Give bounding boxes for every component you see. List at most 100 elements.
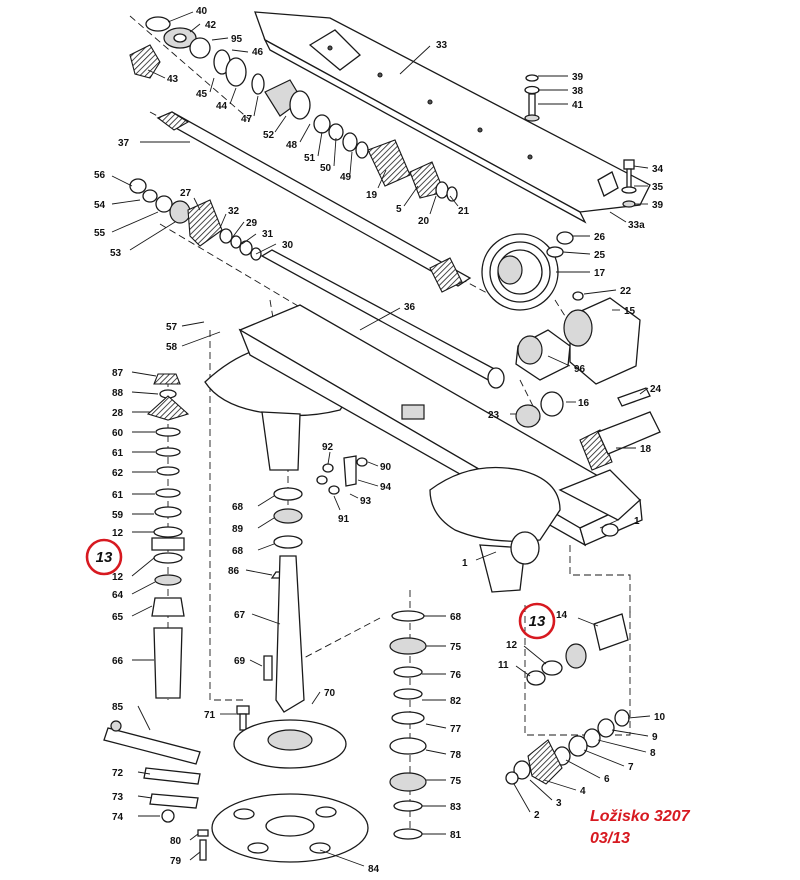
callout-33a: 33a (628, 220, 645, 231)
callout-68-upper: 68 (232, 502, 244, 513)
callout-52: 52 (263, 130, 275, 141)
bolt-set-top (524, 74, 540, 122)
callout-17: 17 (594, 268, 606, 279)
callout-74: 74 (112, 812, 124, 823)
callout-20: 20 (418, 216, 430, 227)
highlight-label-left: 13 (96, 549, 113, 566)
caption-part-name: Ložisko 3207 (590, 808, 690, 825)
callout-32: 32 (228, 206, 240, 217)
callout-33: 33 (436, 40, 448, 51)
callout-12-lower: 12 (112, 572, 124, 583)
callout-44: 44 (216, 101, 228, 112)
callout-43: 43 (167, 74, 179, 85)
shaft-37 (156, 111, 472, 287)
callout-45: 45 (196, 89, 208, 100)
callout-1-lower: 1 (462, 558, 468, 569)
right-bearing-group (526, 613, 629, 686)
callout-6: 6 (604, 774, 610, 785)
callout-80: 80 (170, 836, 182, 847)
callout-58: 58 (166, 342, 178, 353)
callout-93: 93 (360, 496, 372, 507)
callout-60: 60 (112, 428, 124, 439)
callout-90: 90 (380, 462, 392, 473)
callout-24: 24 (650, 384, 662, 395)
callout-57: 57 (166, 322, 178, 333)
left-gear-cluster (129, 178, 262, 261)
side-plate-33 (254, 11, 651, 224)
callout-65: 65 (112, 612, 124, 623)
callout-81: 81 (450, 830, 462, 841)
part-caption: Ložisko 3207 03/13 (590, 806, 690, 850)
callout-54: 54 (94, 200, 106, 211)
shaft-36 (260, 249, 505, 389)
callout-10: 10 (654, 712, 666, 723)
callout-40: 40 (196, 6, 208, 17)
callout-68-lower: 68 (450, 612, 462, 623)
main-gearbox-frame (204, 304, 643, 593)
callout-39-top: 39 (572, 72, 584, 83)
highlight-13-right: 13 (518, 602, 556, 640)
callout-21: 21 (458, 206, 470, 217)
callout-92: 92 (322, 442, 334, 453)
callout-47: 47 (241, 114, 253, 125)
callout-66: 66 (112, 656, 124, 667)
callout-64: 64 (112, 590, 124, 601)
callout-88: 88 (112, 388, 124, 399)
bearing-housing-15 (515, 291, 641, 428)
callout-11: 11 (498, 660, 509, 671)
callout-42: 42 (205, 20, 217, 31)
callout-35: 35 (652, 182, 664, 193)
callout-38: 38 (572, 86, 584, 97)
callout-72: 72 (112, 768, 124, 779)
callout-8: 8 (650, 748, 656, 759)
highlight-ring-right (518, 602, 556, 640)
callout-19: 19 (366, 190, 378, 201)
callout-5: 5 (396, 204, 402, 215)
callout-27: 27 (180, 188, 192, 199)
callout-96: 96 (574, 364, 586, 375)
pulley-17 (481, 231, 574, 311)
left-column-stack (146, 373, 190, 699)
callout-1-right: 1 (634, 516, 640, 527)
callout-41: 41 (572, 100, 584, 111)
callout-56: 56 (94, 170, 106, 181)
callout-73: 73 (112, 792, 124, 803)
callout-14: 14 (556, 610, 568, 621)
callout-76: 76 (450, 670, 462, 681)
callout-91: 91 (338, 514, 350, 525)
callout-61-lower: 61 (112, 490, 124, 501)
callout-78: 78 (450, 750, 462, 761)
callout-36: 36 (404, 302, 416, 313)
callout-30: 30 (282, 240, 294, 251)
callout-83: 83 (450, 802, 462, 813)
bevel-gear-group (505, 709, 630, 785)
callout-86: 86 (228, 566, 240, 577)
callout-26: 26 (594, 232, 606, 243)
callout-15: 15 (624, 306, 636, 317)
callout-53: 53 (110, 248, 122, 259)
callout-89: 89 (232, 524, 244, 535)
highlight-13-left: 13 (85, 538, 123, 576)
callout-68-middle: 68 (232, 546, 244, 557)
callout-31: 31 (262, 229, 274, 240)
callout-34: 34 (652, 164, 664, 175)
callout-22: 22 (620, 286, 632, 297)
callout-12-upper: 12 (112, 528, 124, 539)
callout-85: 85 (112, 702, 124, 713)
callout-62: 62 (112, 468, 124, 479)
callout-67: 67 (234, 610, 246, 621)
highlight-label-right: 13 (529, 613, 546, 630)
cutter-hub-assembly (103, 705, 369, 863)
callout-12-right: 12 (506, 640, 518, 651)
callout-94: 94 (380, 482, 392, 493)
callout-25: 25 (594, 250, 606, 261)
callout-16: 16 (578, 398, 590, 409)
callout-3: 3 (556, 798, 562, 809)
highlight-ring-left (85, 538, 123, 576)
callout-79: 79 (170, 856, 182, 867)
callout-28: 28 (112, 408, 124, 419)
callout-55: 55 (94, 228, 106, 239)
callout-82: 82 (450, 696, 462, 707)
